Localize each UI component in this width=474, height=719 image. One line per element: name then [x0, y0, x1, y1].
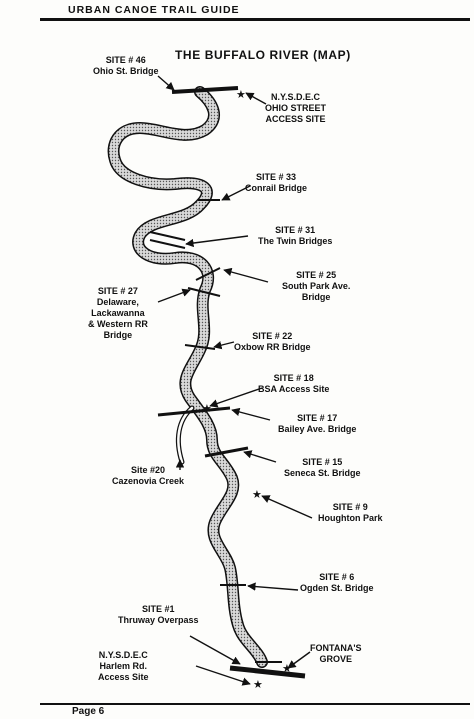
ohio-st-bridge-mark	[171, 86, 239, 94]
arrow-nysdec-ohio	[245, 92, 267, 105]
arrow-site9	[261, 495, 313, 519]
south-park-bridge-mark	[195, 267, 221, 281]
arrow-site33	[221, 185, 251, 201]
seneca-bridge-mark	[204, 446, 249, 458]
buffalo-river	[107, 86, 268, 668]
arrow-site25	[223, 267, 269, 283]
star-icon: ★	[282, 662, 292, 675]
twin-bridges-mark-b	[149, 239, 186, 249]
dlw-rr-bridge-mark	[187, 287, 221, 297]
arrow-site15	[243, 450, 277, 463]
arrow-site27	[157, 288, 191, 303]
arrow-nysdec-harlem	[195, 665, 251, 686]
arrow-fontanas	[287, 651, 311, 669]
star-icon: ★	[253, 678, 263, 691]
arrow-site1	[189, 635, 241, 665]
oxbow-bridge-mark	[184, 344, 216, 350]
footer-rule	[40, 703, 470, 705]
arrow-site17	[231, 407, 271, 421]
map-title: THE BUFFALO RIVER (MAP)	[175, 48, 351, 62]
bridge-markers	[149, 86, 306, 679]
arrow-site18	[209, 387, 263, 408]
arrow-site46	[157, 75, 175, 91]
leader-arrows	[157, 75, 313, 686]
twin-bridges-mark-a	[149, 231, 186, 241]
page-number: Page 6	[72, 706, 105, 717]
star-icon: ★	[236, 88, 246, 101]
arrow-site6	[247, 582, 299, 591]
star-icon: ★	[202, 402, 212, 415]
bailey-bridge-mark	[157, 406, 231, 417]
header-rule	[40, 18, 470, 21]
page-running-title: Urban Canoe Trail Guide	[68, 4, 240, 16]
access-site-stars: ★ ★ ★ ★ ★	[202, 88, 292, 691]
arrow-site22	[213, 341, 235, 350]
thruway-mark	[229, 665, 306, 679]
arrow-site31	[185, 235, 249, 248]
star-icon: ★	[252, 488, 262, 501]
